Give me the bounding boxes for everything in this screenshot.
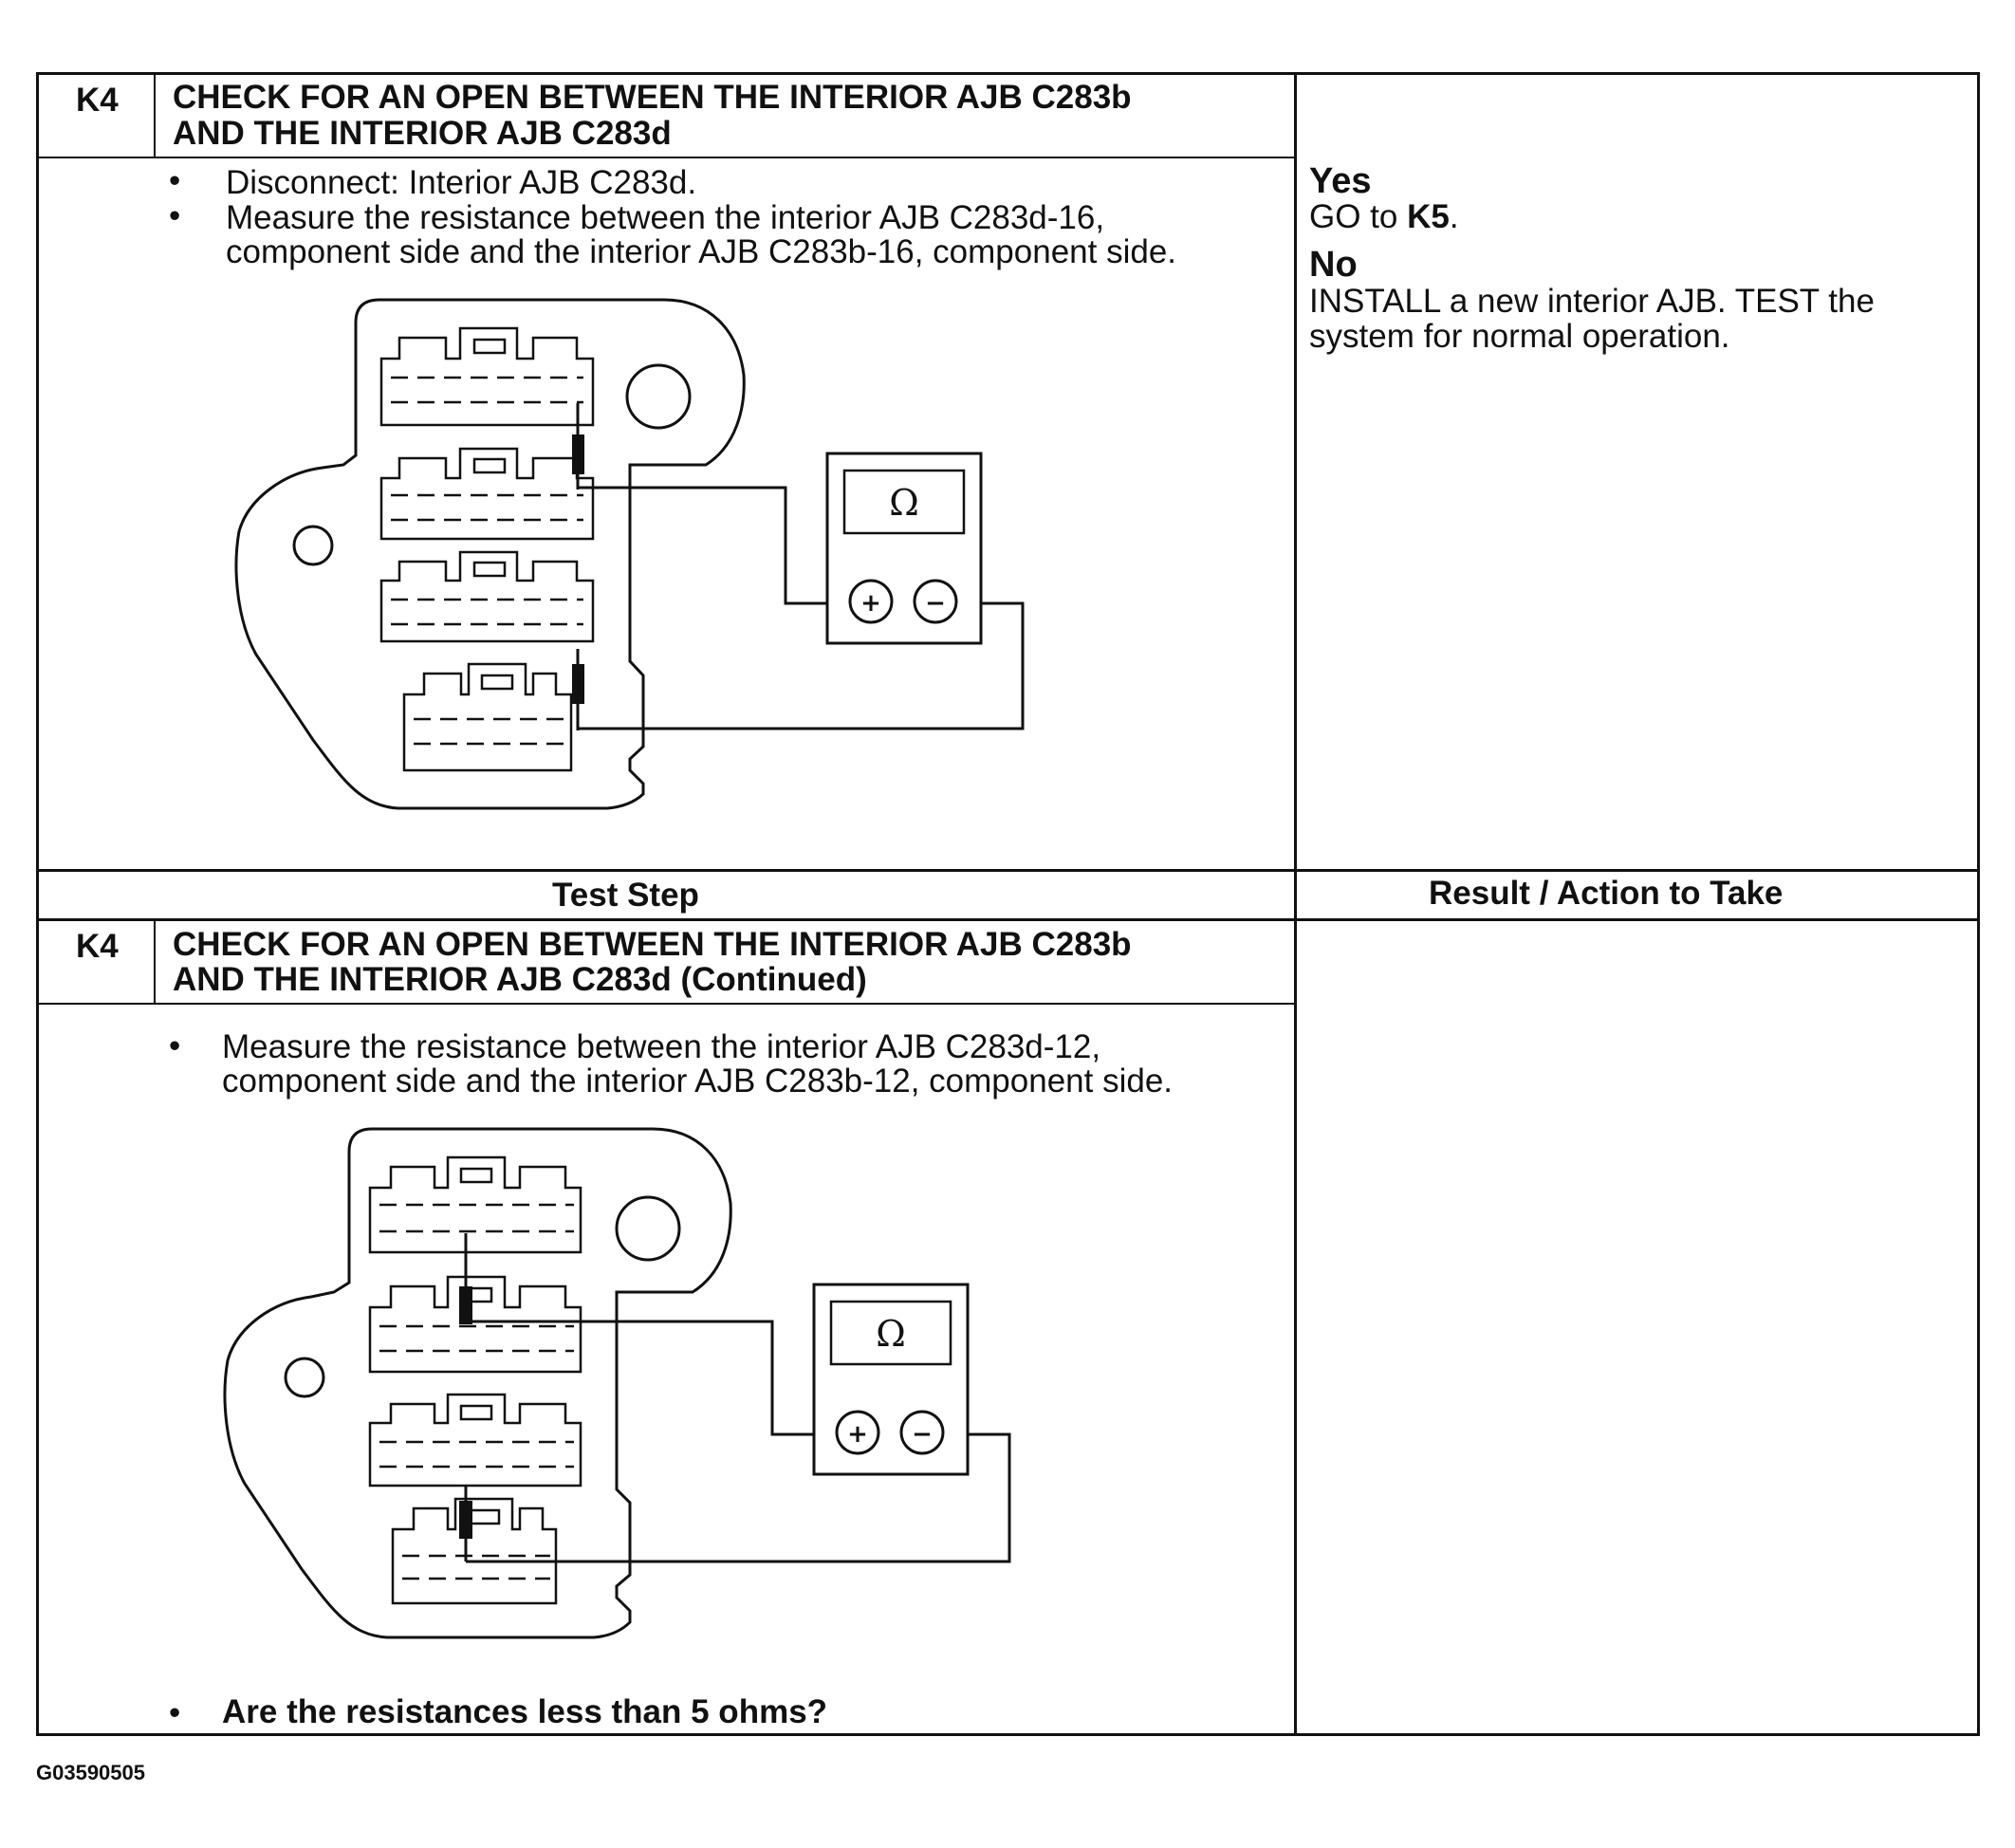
table-border-top: [38, 72, 1980, 75]
header-test-step: Test Step: [552, 877, 699, 914]
ajb-housing-outline: [234, 298, 746, 810]
step1-bullet-2a: Measure the resistance between the inter…: [226, 199, 1105, 236]
step2-title-line2: AND THE INTERIOR AJB C283d (Continued): [173, 961, 867, 998]
test-probes: [572, 403, 584, 730]
mounting-hole-large: [625, 363, 692, 430]
meter-leads-2: [466, 1320, 1011, 1563]
result-no-label: No: [1309, 245, 1358, 285]
result-yes-target: K5: [1407, 198, 1450, 235]
plus-terminal-sign: +: [860, 589, 881, 618]
table-border-right: [1977, 72, 1980, 1736]
ohm-symbol: Ω: [889, 482, 919, 524]
step2-id: K4: [76, 928, 119, 965]
ohmmeter: Ω + −: [825, 452, 983, 645]
minus-terminal-sign: −: [925, 589, 946, 618]
result-no-line2: system for normal operation.: [1309, 318, 1730, 355]
result-yes-label: Yes: [1309, 161, 1372, 201]
header-result-action: Result / Action to Take: [1429, 875, 1784, 912]
step1-bullet-1: Disconnect: Interior AJB C283d.: [226, 164, 697, 201]
step1-bullet-2b: component side and the interior AJB C283…: [226, 233, 1177, 270]
mounting-hole-small-2: [284, 1357, 325, 1398]
mounting-hole-large-2: [615, 1195, 681, 1262]
result-no-line1: INSTALL a new interior AJB. TEST the: [1309, 283, 1875, 320]
mounting-hole-small: [292, 525, 334, 566]
step2-title-line1: CHECK FOR AN OPEN BETWEEN THE INTERIOR A…: [173, 926, 1132, 963]
result-yes-text: GO to K5.: [1309, 198, 1459, 235]
ohmmeter-2: Ω + −: [812, 1283, 970, 1476]
step2-question: Are the resistances less than 5 ohms?: [222, 1693, 828, 1730]
step1-id: K4: [76, 82, 119, 119]
plus-terminal-sign-2: +: [847, 1420, 868, 1449]
step2-bullet-1b: component side and the interior AJB C283…: [222, 1063, 1174, 1100]
step1-title-line1: CHECK FOR AN OPEN BETWEEN THE INTERIOR A…: [173, 79, 1132, 116]
table-border-bottom: [36, 1733, 1980, 1736]
step1-title-line2: AND THE INTERIOR AJB C283d: [173, 115, 672, 152]
connector-blocks-2: [368, 1155, 582, 1605]
step2-bullet-dot-1: •: [169, 1027, 181, 1064]
figure-id: G03590505: [36, 1761, 145, 1784]
header-row-bottom: [38, 918, 1980, 921]
header-row-top: [38, 869, 1980, 872]
connector-blocks: [379, 326, 595, 772]
ohm-symbol-2: Ω: [876, 1313, 906, 1355]
step2-title-underline: [38, 1003, 1296, 1005]
test-probes-2: [459, 1233, 472, 1562]
minus-terminal-sign-2: −: [912, 1420, 933, 1449]
ajb-housing-outline-2: [223, 1127, 732, 1639]
step2-bullet-1a: Measure the resistance between the inter…: [222, 1028, 1101, 1065]
step1-id-divider: [154, 72, 156, 157]
step1-title-underline: [38, 157, 1296, 158]
step1-bullet-dot-1: •: [169, 162, 181, 199]
meter-leads: [578, 486, 1025, 730]
table-border-left: [36, 72, 39, 1736]
step2-id-divider: [154, 919, 156, 1005]
column-divider: [1294, 72, 1297, 1736]
step1-bullet-dot-2: •: [169, 197, 181, 234]
step2-question-dot: •: [169, 1694, 181, 1731]
